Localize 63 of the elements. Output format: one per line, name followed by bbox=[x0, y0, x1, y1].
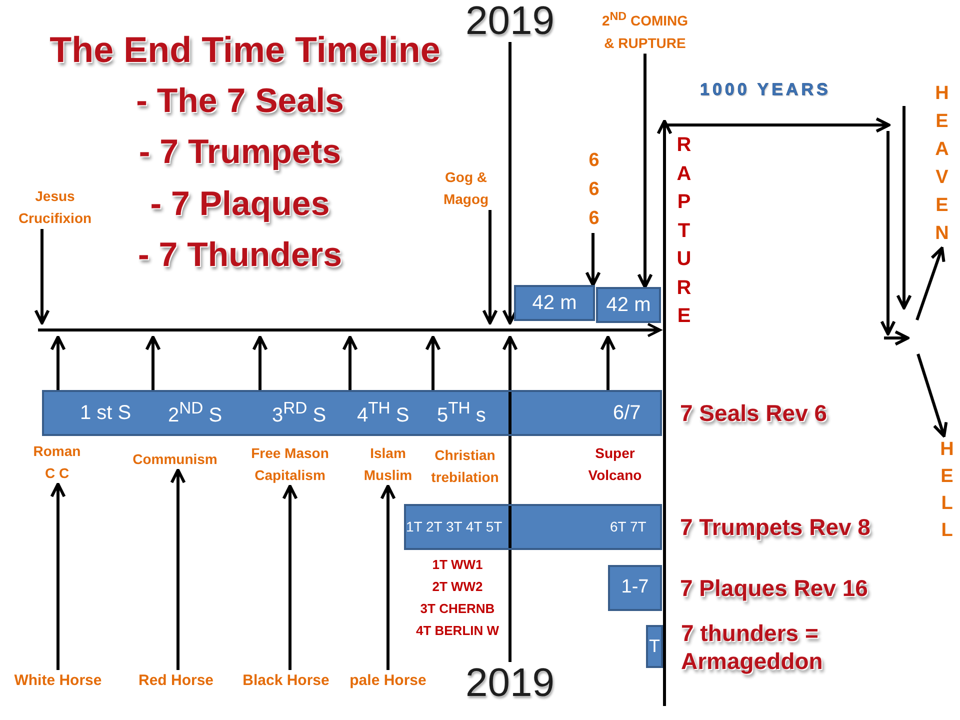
arrow bbox=[50, 482, 66, 670]
seal-label: 3$^{RD}$ S bbox=[272, 398, 326, 428]
event-label: 2$^{ND}$ COMING & RUPTURE bbox=[598, 6, 692, 54]
event-label: Christian trebilation bbox=[430, 446, 500, 487]
year-label: 2019 bbox=[462, 0, 558, 42]
era-label: Communism bbox=[125, 448, 225, 470]
list-item: - 7 Thunders bbox=[138, 235, 342, 276]
trumpet-label: 6T 7T bbox=[610, 518, 646, 536]
trumpet-label: 1T 2T 3T 4T 5T bbox=[406, 518, 502, 536]
plaque-label: 1-7 bbox=[621, 576, 649, 600]
arrow bbox=[380, 484, 396, 670]
horse-label: Black Horse bbox=[238, 670, 334, 692]
list-item: - 7 Plaques bbox=[150, 184, 330, 225]
arrow bbox=[34, 229, 50, 324]
number-label: 6 6 6 bbox=[583, 146, 605, 233]
destination-label: H E L L bbox=[936, 436, 958, 544]
period-box: 42 m bbox=[596, 287, 661, 323]
list-item: - The 7 Seals bbox=[136, 81, 344, 122]
timeline-arrow bbox=[38, 323, 662, 337]
arrow bbox=[170, 468, 186, 670]
trumpet-note: 1T WW1 bbox=[431, 556, 484, 574]
period-box: 42 m bbox=[514, 285, 595, 321]
trumpet-note: 3T CHERNB bbox=[419, 600, 496, 618]
arrow bbox=[425, 336, 441, 390]
arrow bbox=[600, 336, 616, 390]
destination-label: H E A V E N bbox=[931, 80, 953, 248]
title: The End Time Timeline bbox=[50, 28, 440, 72]
bar-caption: 7 thunders = Armageddon bbox=[681, 618, 824, 674]
arrow bbox=[482, 210, 498, 324]
era-label: Free Mason Capitalism bbox=[240, 442, 340, 486]
horse-label: pale Horse bbox=[343, 670, 433, 692]
event-label: Gog & Magog bbox=[436, 166, 496, 210]
arrow bbox=[637, 54, 653, 288]
period-label: 1000 YEARS bbox=[700, 79, 831, 101]
list-item: - 7 Trumpets bbox=[138, 132, 342, 173]
event-label: Super Volcano bbox=[587, 444, 643, 485]
bar-caption: 7 Trumpets Rev 8 bbox=[680, 513, 870, 541]
thunder-label: T bbox=[649, 636, 660, 658]
arrow bbox=[585, 233, 601, 286]
trumpet-note: 2T WW2 bbox=[431, 578, 484, 596]
seal-label: 6/7 bbox=[613, 401, 641, 425]
seal-label: 1 st S bbox=[80, 401, 132, 425]
arrow bbox=[916, 246, 946, 320]
seal-label: 4$^{TH}$ S bbox=[357, 398, 410, 428]
arrow bbox=[145, 336, 161, 390]
arrow bbox=[502, 336, 518, 390]
year-label: 2019 bbox=[462, 662, 558, 704]
bar-caption: 7 Seals Rev 6 bbox=[680, 399, 828, 427]
arrow bbox=[282, 484, 298, 670]
horse-label: Red Horse bbox=[130, 670, 222, 692]
seal-label: 2$^{ND}$ S bbox=[168, 398, 222, 428]
event-label: Jesus Crucifixion bbox=[5, 185, 105, 229]
era-label: Roman C C bbox=[29, 440, 85, 484]
arrow bbox=[342, 336, 358, 390]
trumpet-note: 4T BERLIN W bbox=[414, 622, 500, 640]
horse-label: White Horse bbox=[10, 670, 106, 692]
arrow bbox=[50, 336, 66, 390]
bar-caption: 7 Plaques Rev 16 bbox=[680, 574, 868, 602]
seal-label: 5$^{TH}$ s bbox=[437, 398, 486, 428]
arrow bbox=[916, 354, 948, 438]
era-label: Islam Muslim bbox=[355, 442, 421, 486]
arrow bbox=[252, 336, 268, 390]
vertical-label: R A P T U R E bbox=[676, 133, 692, 329]
